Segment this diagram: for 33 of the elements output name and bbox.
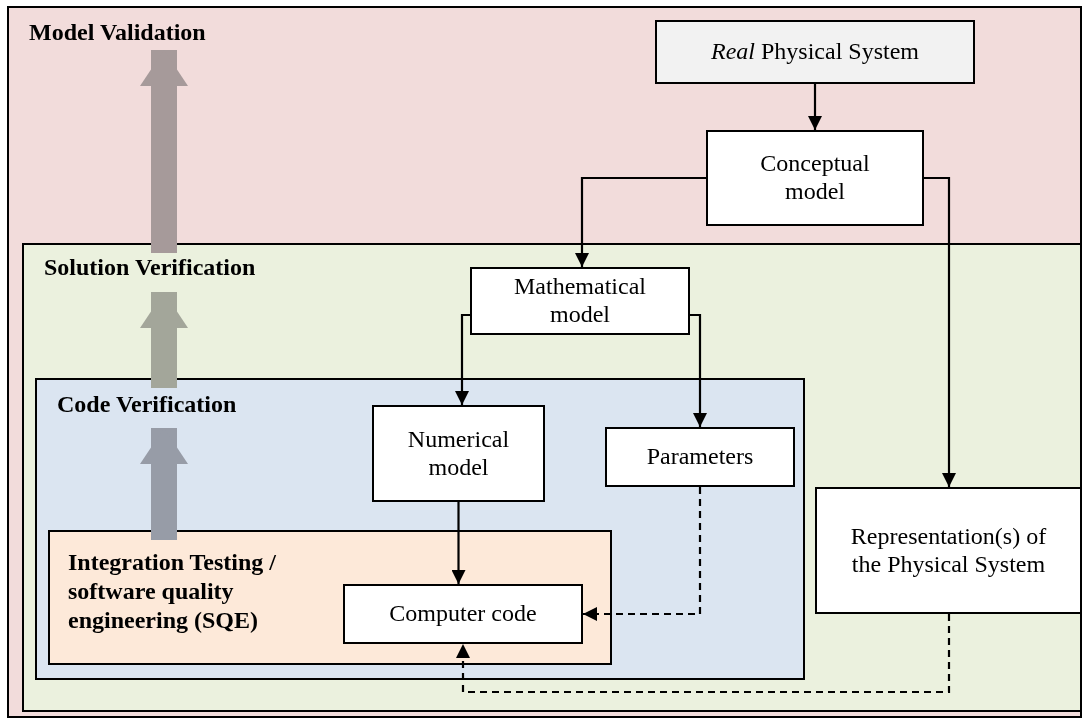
region-title: Model Validation (29, 18, 206, 47)
process-box (372, 405, 545, 502)
process-box (706, 130, 924, 226)
box-label: Representation(s) of the Physical System (849, 522, 1048, 579)
process-box (605, 427, 795, 487)
arrow (575, 176, 706, 267)
box-label: Numerical model (406, 425, 511, 482)
box-label: Computer code (389, 600, 537, 628)
arrow (456, 614, 951, 694)
box-label: Real Physical System (711, 38, 919, 66)
arrow (451, 502, 466, 584)
arrow (583, 487, 702, 621)
region-title: Integration Testing / software quality engineering (SQE) (68, 548, 278, 635)
arrow (924, 176, 956, 487)
process-box (815, 487, 1082, 614)
region-title: Code Verification (57, 390, 237, 419)
integration-testing-region (48, 530, 612, 665)
region-title: Solution Verification (44, 253, 256, 282)
block-arrow (140, 50, 188, 253)
process-box (655, 20, 975, 84)
arrow (690, 313, 707, 427)
block-arrow (140, 292, 188, 388)
arrow (808, 84, 822, 130)
box-label: Parameters (646, 443, 754, 471)
block-arrow (140, 428, 188, 540)
box-label: Mathematical model (513, 273, 647, 329)
validation-region (7, 6, 1082, 718)
process-box (470, 267, 690, 335)
process-box (343, 584, 583, 644)
solution-verification-region (22, 243, 1082, 712)
code-verification-region (35, 378, 805, 680)
arrow (455, 313, 470, 405)
box-label: Conceptual model (759, 150, 871, 206)
